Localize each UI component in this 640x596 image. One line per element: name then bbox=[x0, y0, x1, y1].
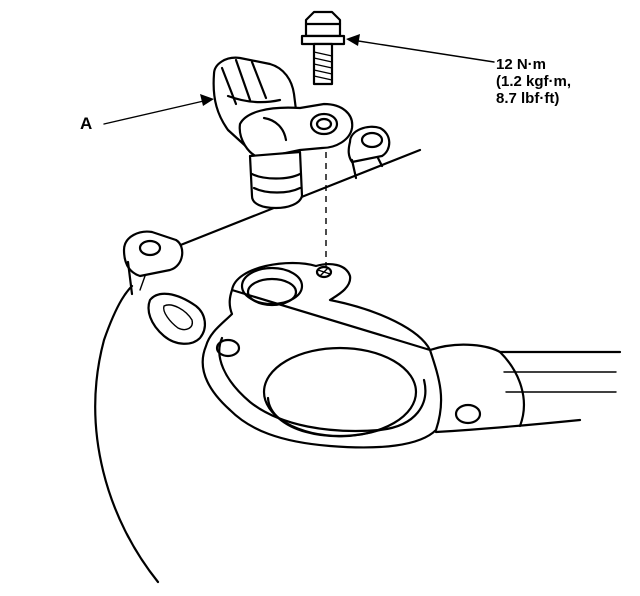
housing-icon bbox=[94, 125, 622, 584]
part-label-a: A bbox=[80, 114, 93, 133]
torque-specification: 12 N·m (1.2 kgf·m, 8.7 lbf·ft) bbox=[496, 56, 571, 107]
sensor-icon bbox=[212, 56, 354, 210]
torque-value-lbfft: 8.7 lbf·ft) bbox=[496, 90, 560, 107]
leader-line-torque bbox=[346, 34, 495, 63]
torque-value-nm: 12 N·m bbox=[496, 56, 547, 73]
leader-line-a bbox=[103, 94, 214, 125]
bolt-icon bbox=[300, 10, 346, 86]
torque-value-kgfm: (1.2 kgf·m, bbox=[496, 73, 572, 90]
